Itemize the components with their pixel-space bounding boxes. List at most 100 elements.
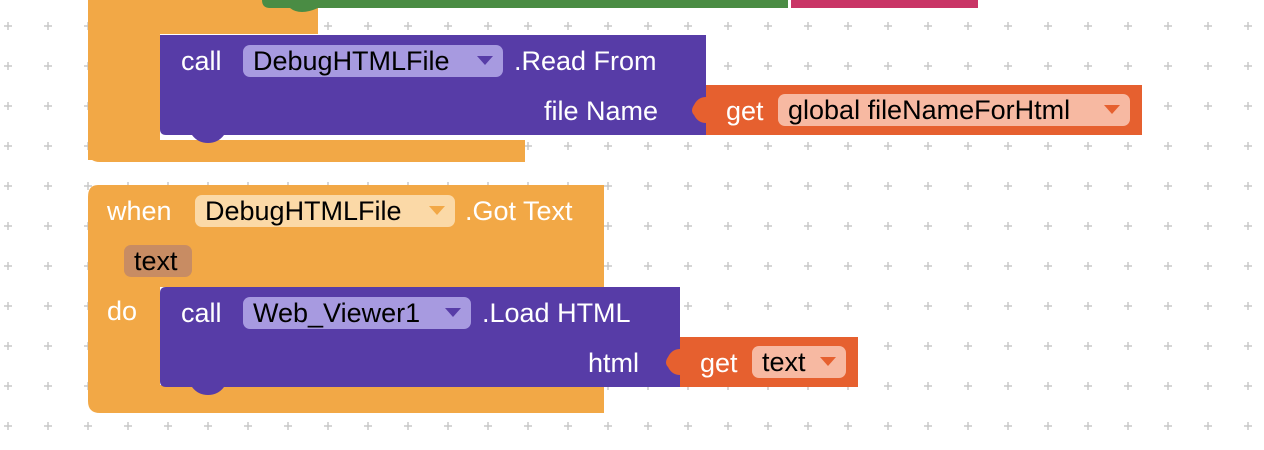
grid-plus-mark (844, 302, 852, 310)
grid-plus-mark (764, 182, 772, 190)
grid-plus-mark (204, 422, 212, 430)
grid-plus-mark (564, 142, 572, 150)
grid-plus-mark (964, 62, 972, 70)
grid-plus-mark (4, 262, 12, 270)
grid-plus-mark (1124, 222, 1132, 230)
grid-plus-mark (764, 62, 772, 70)
grid-plus-mark (1084, 182, 1092, 190)
grid-plus-mark (1084, 142, 1092, 150)
get-filename-block[interactable]: get global fileNameForHtml (690, 85, 1145, 137)
grid-plus-mark (844, 142, 852, 150)
grid-plus-mark (244, 422, 252, 430)
grid-plus-mark (844, 22, 852, 30)
grid-plus-mark (1044, 342, 1052, 350)
grid-plus-mark (1084, 262, 1092, 270)
grid-plus-mark (364, 422, 372, 430)
variable-dropdown[interactable]: global fileNameForHtml (778, 94, 1130, 126)
chevron-down-icon (429, 206, 445, 215)
grid-plus-mark (884, 62, 892, 70)
grid-plus-mark (1204, 182, 1212, 190)
grid-plus-mark (764, 262, 772, 270)
grid-plus-mark (1044, 22, 1052, 30)
grid-plus-mark (724, 142, 732, 150)
grid-plus-mark (1124, 62, 1132, 70)
grid-plus-mark (1164, 62, 1172, 70)
grid-plus-mark (484, 422, 492, 430)
grid-plus-mark (964, 142, 972, 150)
grid-plus-mark (44, 262, 52, 270)
grid-plus-mark (964, 342, 972, 350)
grid-plus-mark (684, 302, 692, 310)
grid-plus-mark (604, 262, 612, 270)
grid-plus-mark (604, 22, 612, 30)
event-component-dropdown[interactable]: DebugHTMLFile (195, 195, 455, 227)
grid-plus-mark (44, 422, 52, 430)
grid-plus-mark (764, 22, 772, 30)
grid-plus-mark (44, 102, 52, 110)
grid-plus-mark (804, 422, 812, 430)
grid-plus-mark (1124, 422, 1132, 430)
grid-plus-mark (1244, 262, 1252, 270)
grid-plus-mark (1164, 142, 1172, 150)
grid-plus-mark (564, 422, 572, 430)
file-name-arg-label: file Name (544, 96, 659, 126)
grid-plus-mark (1164, 22, 1172, 30)
grid-plus-mark (684, 142, 692, 150)
grid-plus-mark (924, 182, 932, 190)
grid-plus-mark (4, 382, 12, 390)
got-text-event-block-shape (88, 185, 604, 413)
method-label: .Read From (514, 46, 657, 76)
grid-plus-mark (924, 422, 932, 430)
grid-plus-mark (724, 62, 732, 70)
grid-plus-mark (684, 182, 692, 190)
read-from-call-block[interactable]: call DebugHTMLFile .Read From file Name (160, 35, 708, 145)
grid-plus-mark (1244, 422, 1252, 430)
grid-plus-mark (604, 182, 612, 190)
grid-plus-mark (4, 182, 12, 190)
grid-plus-mark (404, 22, 412, 30)
grid-plus-mark (724, 182, 732, 190)
grid-plus-mark (604, 222, 612, 230)
grid-plus-mark (844, 62, 852, 70)
grid-plus-mark (1164, 222, 1172, 230)
grid-plus-mark (684, 222, 692, 230)
grid-plus-mark (684, 22, 692, 30)
grid-plus-mark (164, 422, 172, 430)
chevron-down-icon (445, 308, 461, 317)
grid-plus-mark (1204, 262, 1212, 270)
grid-plus-mark (1084, 382, 1092, 390)
grid-plus-mark (524, 22, 532, 30)
got-text-event-block[interactable]: when DebugHTMLFile .Got Text text do (88, 185, 608, 415)
grid-plus-mark (4, 222, 12, 230)
grid-plus-mark (1044, 422, 1052, 430)
grid-plus-mark (964, 382, 972, 390)
get-text-block[interactable]: get text (664, 337, 860, 389)
grid-plus-mark (644, 182, 652, 190)
grid-plus-mark (764, 142, 772, 150)
grid-plus-mark (1164, 422, 1172, 430)
variable-dropdown[interactable]: text (752, 346, 846, 378)
upper-event-block[interactable] (0, 0, 1264, 170)
grid-plus-mark (364, 22, 372, 30)
grid-plus-mark (1204, 342, 1212, 350)
grid-plus-mark (4, 142, 12, 150)
grid-plus-mark (724, 22, 732, 30)
call-component-dropdown-label: Web_Viewer1 (253, 298, 421, 328)
grid-plus-mark (604, 422, 612, 430)
event-parameter[interactable]: text (124, 245, 192, 277)
grid-plus-mark (924, 262, 932, 270)
call-keyword: call (181, 46, 222, 76)
grid-plus-mark (44, 182, 52, 190)
grid-plus-mark (84, 422, 92, 430)
grid-plus-mark (1004, 142, 1012, 150)
call-component-dropdown[interactable]: Web_Viewer1 (243, 297, 471, 329)
grid-plus-mark (1004, 302, 1012, 310)
grid-plus-mark (884, 382, 892, 390)
grid-plus-mark (1044, 62, 1052, 70)
grid-plus-mark (884, 22, 892, 30)
component-dropdown[interactable]: DebugHTMLFile (243, 45, 503, 77)
grid-plus-mark (644, 142, 652, 150)
grid-plus-mark (44, 342, 52, 350)
grid-plus-mark (44, 22, 52, 30)
load-html-call-block[interactable]: call Web_Viewer1 .Load HTML html (160, 287, 685, 399)
